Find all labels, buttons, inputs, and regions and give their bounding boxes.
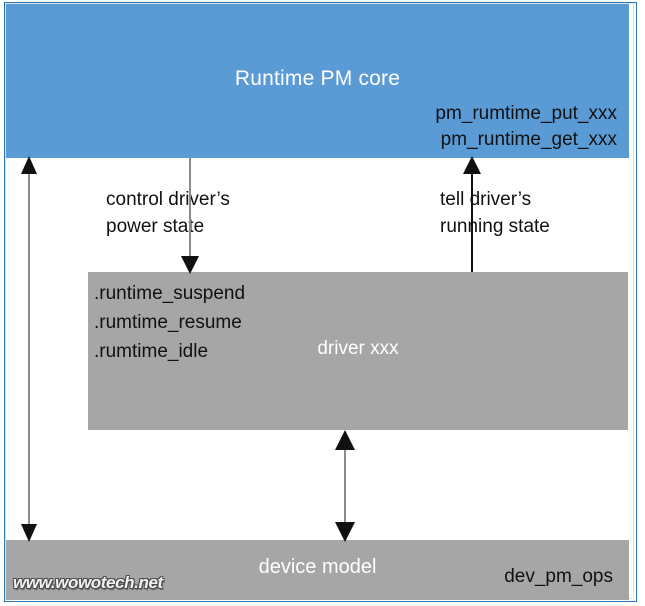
- device-model-box: device model dev_pm_ops www.wowotech.net: [6, 540, 629, 600]
- watermark-text: www.wowotech.net: [13, 573, 163, 592]
- device-model-title: device model: [258, 556, 377, 578]
- driver-callback-list: .runtime_suspend .rumtime_resume .rumtim…: [94, 279, 245, 366]
- label-tell-line-2: running state: [440, 216, 550, 237]
- arrow-driver-device-model: [335, 430, 355, 542]
- api-pm-runtime-put: pm_rumtime_put_xxx: [435, 103, 617, 124]
- arrow-core-device-model: [21, 156, 37, 542]
- runtime-pm-core-api-list: pm_rumtime_put_xxx pm_runtime_get_xxx: [317, 101, 617, 153]
- label-control-line-2: power state: [106, 216, 205, 237]
- label-tell-line-1: tell driver’s: [440, 189, 532, 210]
- driver-box-title: driver xxx: [317, 338, 399, 359]
- runtime-pm-core-box: Runtime PM core pm_rumtime_put_xxx pm_ru…: [6, 4, 629, 158]
- label-control-driver-power-state: control driver’s power state: [106, 186, 230, 240]
- callback-runtime-resume: .rumtime_resume: [94, 312, 242, 333]
- callback-runtime-idle: .rumtime_idle: [94, 341, 209, 362]
- callback-runtime-suspend: .runtime_suspend: [94, 283, 246, 304]
- label-tell-driver-running-state: tell driver’s running state: [440, 186, 550, 240]
- label-control-line-1: control driver’s: [106, 189, 230, 210]
- driver-box: .runtime_suspend .rumtime_resume .rumtim…: [88, 272, 628, 430]
- dev-pm-ops-label: dev_pm_ops: [504, 566, 613, 587]
- runtime-pm-core-title: Runtime PM core: [234, 67, 401, 90]
- api-pm-runtime-get: pm_runtime_get_xxx: [440, 129, 617, 150]
